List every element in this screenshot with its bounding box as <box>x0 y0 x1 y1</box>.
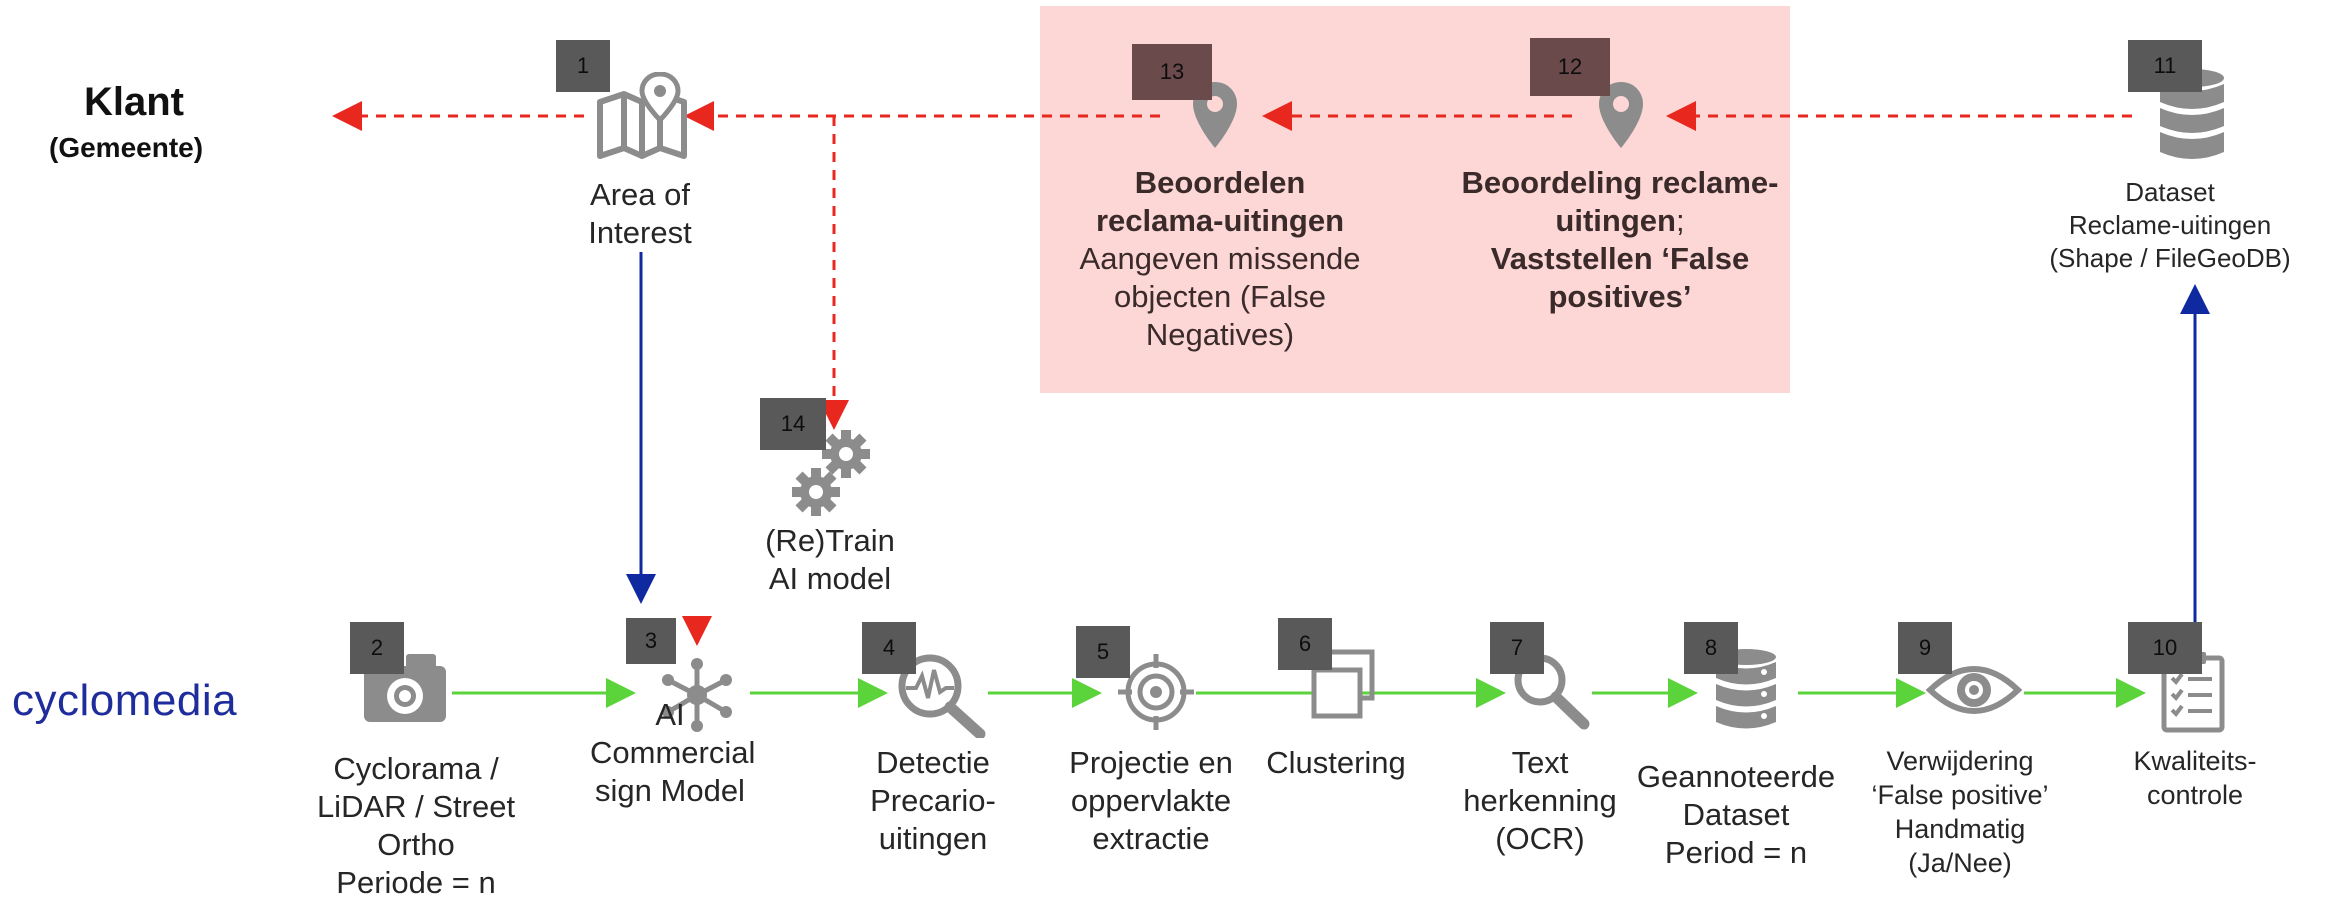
step-badge-7: 7 <box>1490 622 1544 674</box>
step-badge-13: 13 <box>1132 44 1212 100</box>
camera-icon <box>364 654 446 722</box>
client-title: Klant <box>84 80 184 124</box>
step-badge-8: 8 <box>1684 622 1738 674</box>
step-label-13: Beoordelen reclama-uitingen Aangeven mis… <box>1079 165 1361 352</box>
step-label-9: Verwijdering‘False positive’ Handmatig(J… <box>1871 746 2049 878</box>
eye-icon <box>1926 666 2022 714</box>
step-label-6: Clustering <box>1266 745 1406 780</box>
network-hub-icon <box>662 658 732 732</box>
stacked-squares-icon <box>1311 649 1375 719</box>
brand-logo-text: cyclomedia <box>12 676 238 725</box>
step-label-12: Beoordeling reclame- uitingen; Vaststell… <box>1461 165 1779 314</box>
step-badge-9: 9 <box>1898 622 1952 674</box>
step-badge-4: 4 <box>862 622 916 674</box>
location-pin-icon <box>1599 82 1643 148</box>
step-label-10: Kwaliteits-controle <box>2133 746 2257 810</box>
step-badge-2: 2 <box>350 622 404 674</box>
step-badge-5: 5 <box>1076 626 1130 678</box>
step-badge-11: 11 <box>2128 40 2202 92</box>
magnifier-waveform-icon <box>898 654 986 738</box>
step-badge-3: 3 <box>626 618 676 664</box>
step-badge-6: 6 <box>1278 618 1332 670</box>
client-subtitle: (Gemeente) <box>49 132 204 163</box>
gears-icon <box>792 430 870 516</box>
step-badge-1: 1 <box>556 40 610 92</box>
step-badge-14: 14 <box>760 398 826 450</box>
map-pin-icon <box>597 72 687 159</box>
step-badge-12: 12 <box>1530 38 1610 96</box>
target-icon <box>1118 654 1194 730</box>
step-badge-10: 10 <box>2128 622 2202 674</box>
